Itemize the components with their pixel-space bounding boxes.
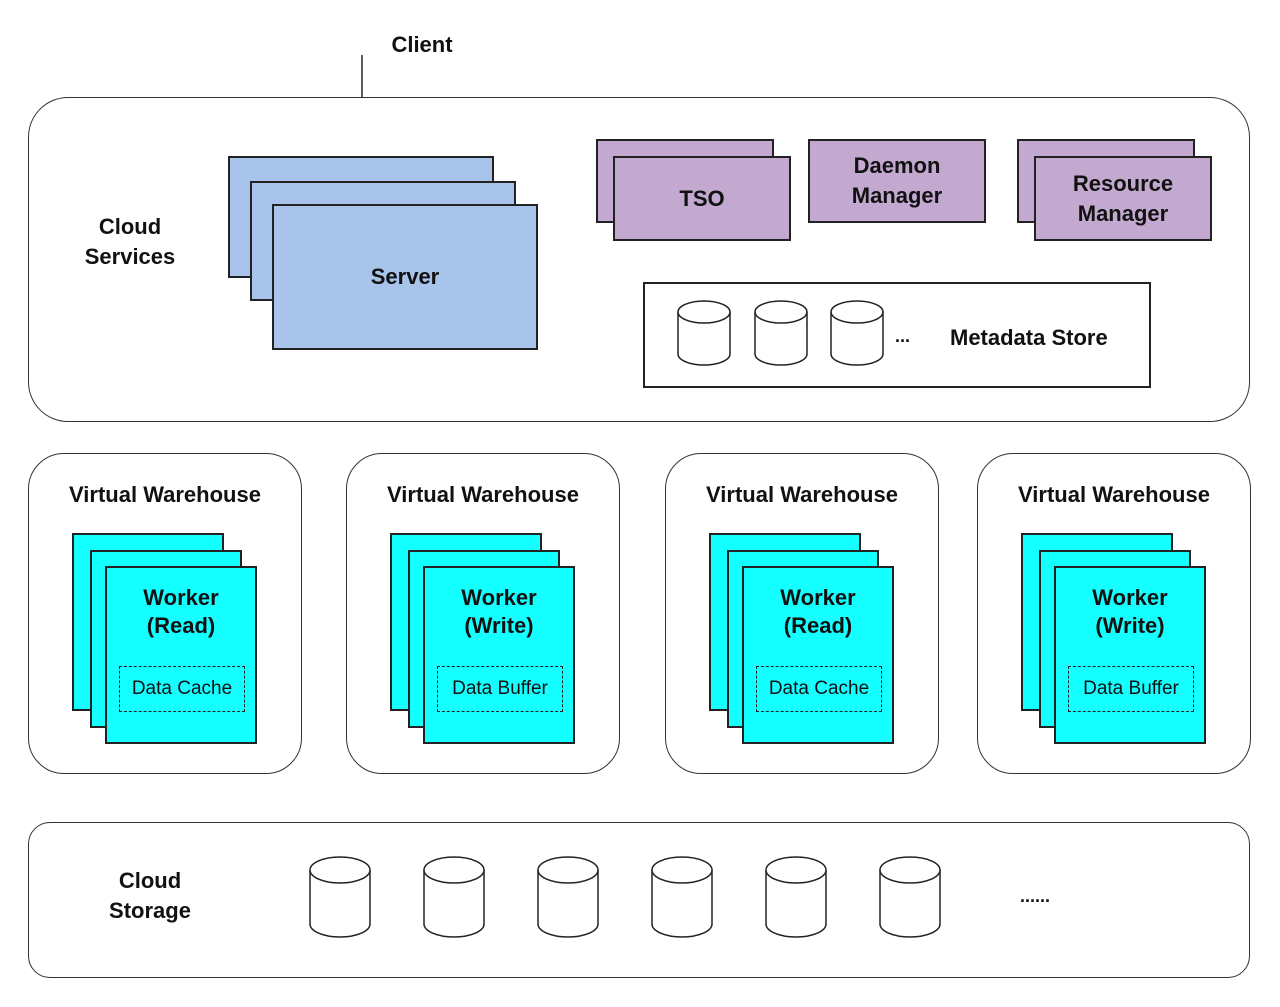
database-cylinder-icon bbox=[754, 300, 808, 366]
worker-role: (Write) bbox=[1095, 613, 1165, 638]
worker-component: Data Buffer bbox=[1068, 666, 1194, 712]
worker-title: Worker bbox=[1092, 585, 1168, 610]
worker-title: Worker bbox=[780, 585, 856, 610]
metadata-store-label: Metadata Store bbox=[950, 325, 1108, 350]
cloud-storage-group bbox=[28, 822, 1250, 978]
virtual-warehouse-title: Virtual Warehouse bbox=[69, 482, 261, 507]
virtual-warehouse-title: Virtual Warehouse bbox=[387, 482, 579, 507]
client-label: Client bbox=[391, 32, 453, 57]
storage-disk-icon bbox=[537, 856, 599, 938]
metadata-ellipsis: ... bbox=[895, 326, 911, 346]
storage-ellipsis: ...... bbox=[1020, 886, 1051, 906]
worker-title: Worker bbox=[143, 585, 219, 610]
worker-component: Data Buffer bbox=[437, 666, 563, 712]
worker-component: Data Cache bbox=[119, 666, 245, 712]
resource-manager-card[interactable]: Resource Manager bbox=[1034, 156, 1212, 241]
worker-component: Data Cache bbox=[756, 666, 882, 712]
daemon-manager-card[interactable]: Daemon Manager bbox=[808, 139, 986, 223]
storage-disk-icon bbox=[309, 856, 371, 938]
virtual-warehouse-title: Virtual Warehouse bbox=[706, 482, 898, 507]
worker-role: (Write) bbox=[464, 613, 534, 638]
database-cylinder-icon bbox=[830, 300, 884, 366]
storage-disk-icon bbox=[765, 856, 827, 938]
tso-card[interactable]: TSO bbox=[613, 156, 791, 241]
worker-card[interactable]: Worker (Write) Data Buffer bbox=[1054, 566, 1206, 744]
virtual-warehouse-title: Virtual Warehouse bbox=[1018, 482, 1210, 507]
worker-role: (Read) bbox=[146, 613, 216, 638]
cloud-services-label: Cloud Services bbox=[84, 214, 176, 269]
storage-disk-icon bbox=[879, 856, 941, 938]
worker-card[interactable]: Worker (Write) Data Buffer bbox=[423, 566, 575, 744]
worker-title: Worker bbox=[461, 585, 537, 610]
worker-card[interactable]: Worker (Read) Data Cache bbox=[742, 566, 894, 744]
storage-disk-icon bbox=[651, 856, 713, 938]
database-cylinder-icon bbox=[677, 300, 731, 366]
worker-role: (Read) bbox=[783, 613, 853, 638]
server-card[interactable]: Server bbox=[272, 204, 538, 350]
worker-card[interactable]: Worker (Read) Data Cache bbox=[105, 566, 257, 744]
cloud-storage-label: Cloud Storage bbox=[109, 868, 191, 923]
storage-disk-icon bbox=[423, 856, 485, 938]
